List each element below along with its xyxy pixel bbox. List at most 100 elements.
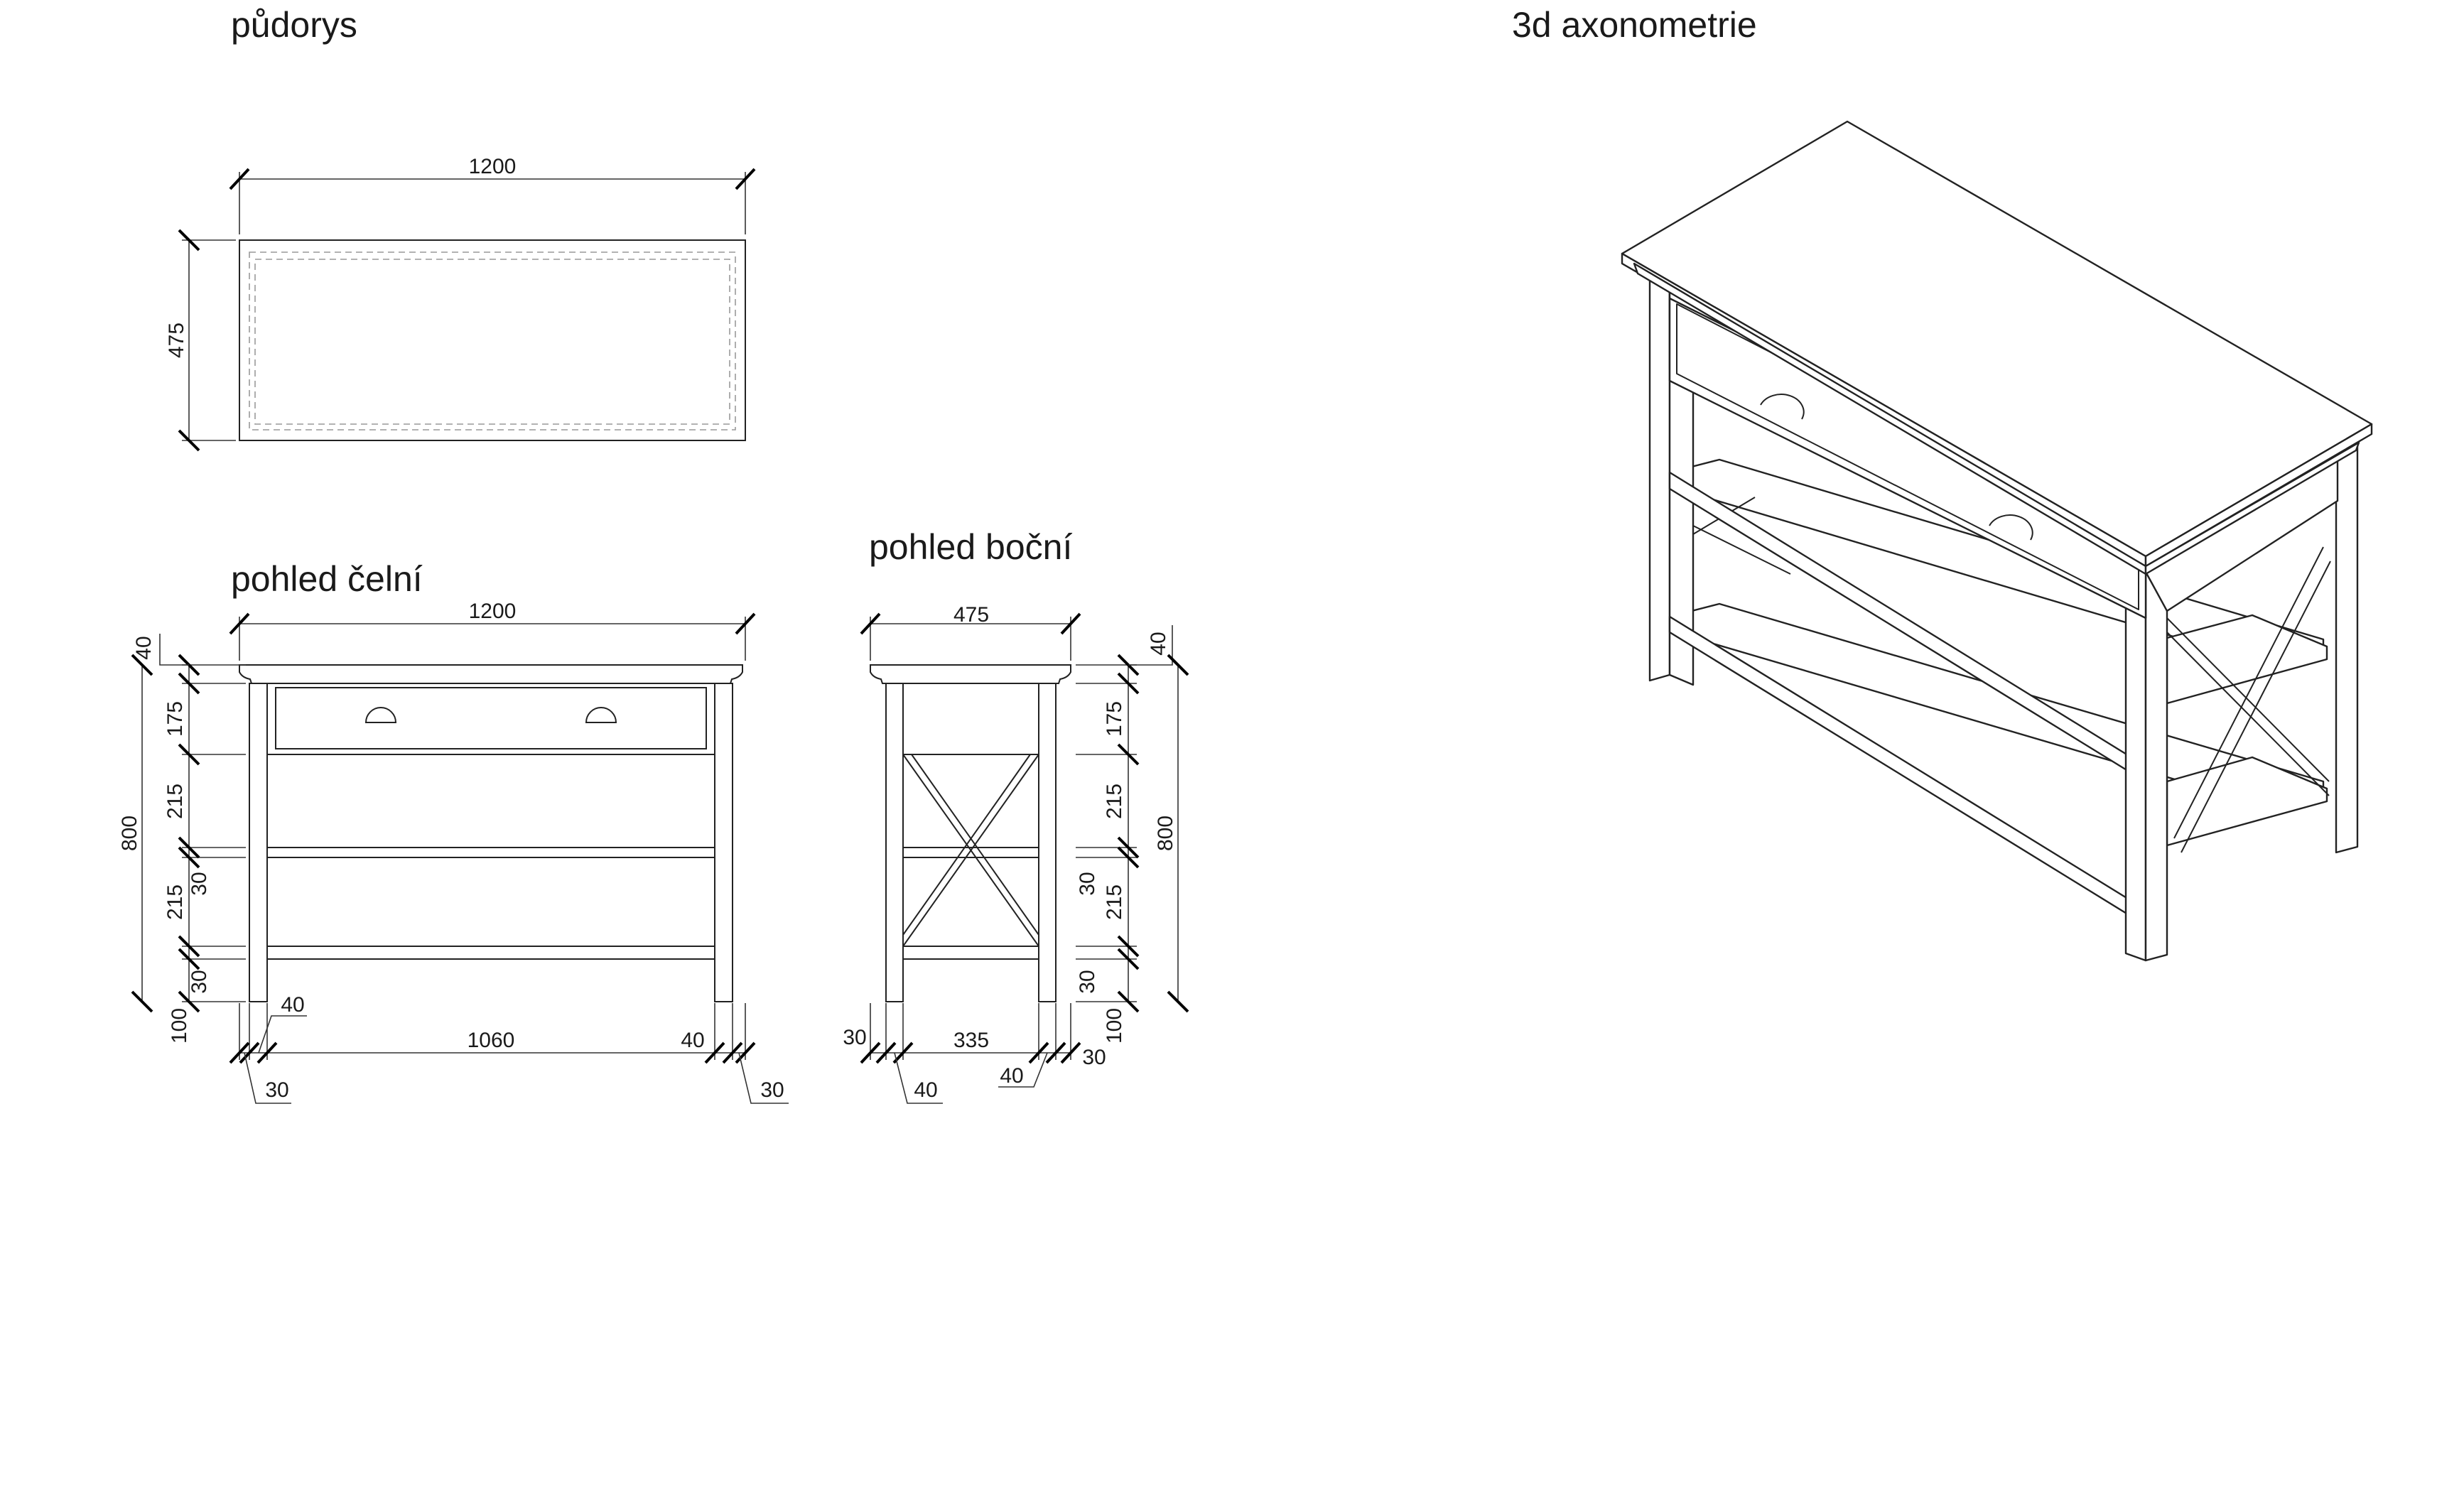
axo-tabletop-side-edge <box>2144 423 2373 568</box>
front-view-title: pohled čelní <box>231 559 423 599</box>
axo-drawer-handle-right <box>1989 514 2033 541</box>
side-view: 475 40 175 215 30 215 30 100 800 <box>843 603 1189 1104</box>
axo-right-cross-a2 <box>2166 632 2330 796</box>
side-leg-left-label: 40 <box>914 1078 937 1102</box>
plan-width-tick-right <box>735 168 756 190</box>
side-depth-tick-left <box>860 612 881 635</box>
plan-hidden-frame-inner <box>254 259 730 425</box>
front-foot-height-label: 100 <box>168 1008 191 1044</box>
side-gap-upper-label: 215 <box>1103 784 1126 819</box>
front-width-tick-left <box>229 612 250 635</box>
front-drawer-handle-right <box>585 707 617 723</box>
side-view-title: pohled boční <box>869 527 1072 567</box>
plan-view-title: půdorys <box>231 5 357 45</box>
front-overhang-left-label: 30 <box>265 1078 288 1102</box>
front-top-board <box>239 664 743 684</box>
axo-right-cross-b2 <box>2181 561 2331 853</box>
axo-drawer-handle-left <box>1760 394 1805 420</box>
side-depth-label: 475 <box>953 603 989 627</box>
front-bottom-tick-5 <box>735 1041 756 1064</box>
front-drawer-handle-left <box>364 707 397 723</box>
side-tick-1193 <box>1117 836 1140 859</box>
side-tick-1410 <box>1117 990 1140 1013</box>
side-bottom-tick-5 <box>1060 1041 1081 1064</box>
front-leg-left-label: 40 <box>281 993 304 1017</box>
front-bottom-tick-4 <box>722 1041 743 1064</box>
axo-right-cross-a <box>2166 617 2330 782</box>
front-tick-1410 <box>178 990 200 1013</box>
side-shelf-upper-label: 30 <box>1076 872 1099 895</box>
front-bottom-tick-0 <box>229 1041 250 1064</box>
front-tick-962 <box>178 672 200 695</box>
side-top-thickness-label: 40 <box>1147 632 1170 655</box>
axo-left-cross-c <box>1692 525 1791 575</box>
side-inner-depth-label: 335 <box>953 1029 989 1052</box>
side-depth-tick-right <box>1060 612 1081 635</box>
front-tick-1332 <box>178 935 200 958</box>
front-inner-width-label: 1060 <box>468 1029 515 1052</box>
side-overhang-left-label: 30 <box>843 1026 866 1049</box>
side-total-tick-bottom <box>1167 990 1189 1013</box>
side-overhang-right-label: 30 <box>1082 1046 1106 1069</box>
plan-hidden-frame-outer <box>249 251 736 431</box>
side-cross-b1 <box>902 754 1039 947</box>
front-total-tick-top <box>131 654 153 676</box>
front-bottom-tick-2 <box>256 1041 278 1064</box>
plan-depth-tick-top <box>178 229 200 251</box>
front-drawer-height-label: 175 <box>163 701 187 737</box>
front-overhang-right-label: 30 <box>760 1078 784 1102</box>
side-tick-1062 <box>1117 743 1140 766</box>
front-total-height-label: 800 <box>118 816 141 851</box>
front-upper-shelf <box>266 847 715 858</box>
front-top-leader <box>159 634 189 666</box>
side-leg-right-leader <box>998 1052 1048 1088</box>
axonometric-view <box>1621 120 2373 962</box>
front-bottom-tick-3 <box>704 1041 725 1064</box>
plan-depth-tick-bottom <box>178 429 200 452</box>
side-tick-1207 <box>1117 846 1140 869</box>
front-width-label: 1200 <box>469 600 517 623</box>
side-bottom-tick-1 <box>875 1041 897 1064</box>
side-gap-lower-label: 215 <box>1103 884 1126 920</box>
axo-rear-right-leg <box>2335 439 2359 854</box>
side-leg-left-leader <box>894 1052 943 1104</box>
side-top-board <box>870 664 1071 684</box>
front-lower-shelf <box>266 946 715 960</box>
side-tick-1350 <box>1117 948 1140 970</box>
front-gap-upper-label: 215 <box>163 784 187 819</box>
front-tick-1350 <box>178 948 200 970</box>
front-gap-lower-label: 215 <box>163 884 187 920</box>
front-total-tick-bottom <box>131 990 153 1013</box>
front-shelf-upper-label: 30 <box>188 872 211 895</box>
side-shelf-lower-label: 30 <box>1076 970 1099 993</box>
front-bottom-tick-1 <box>239 1041 260 1064</box>
side-tick-1332 <box>1117 935 1140 958</box>
side-lower-shelf-rail <box>902 946 1039 960</box>
front-view: 1200 40 175 215 30 215 30 100 800 <box>118 600 789 1104</box>
plan-width-tick-left <box>229 168 250 190</box>
axo-front-left-leg <box>1648 271 1671 682</box>
front-top-thickness-label: 40 <box>132 636 156 659</box>
side-foot-height-label: 100 <box>1103 1008 1126 1044</box>
side-bottom-tick-4 <box>1045 1041 1066 1064</box>
front-width-tick-right <box>735 612 756 635</box>
side-top-leader <box>1128 625 1173 666</box>
plan-width-label: 1200 <box>469 155 517 178</box>
front-overhang-left-leader <box>244 1052 291 1104</box>
axo-right-cross-b <box>2173 546 2324 839</box>
side-drawer-height-label: 175 <box>1103 701 1126 737</box>
side-bottom-tick-2 <box>892 1041 914 1064</box>
side-leg-right-label: 40 <box>1000 1064 1023 1088</box>
side-bottom-tick-3 <box>1028 1041 1049 1064</box>
side-total-height-label: 800 <box>1154 816 1177 851</box>
side-total-tick-top <box>1167 654 1189 676</box>
front-drawer <box>275 687 707 749</box>
front-leg-left <box>249 683 268 1002</box>
axonometry-title: 3d axonometrie <box>1512 5 1757 45</box>
front-overhang-right-leader <box>738 1052 789 1104</box>
plan-view: 1200 475 <box>165 155 756 452</box>
front-tick-1207 <box>178 846 200 869</box>
front-leg-right-label: 40 <box>681 1029 704 1052</box>
side-leg-right <box>1038 683 1057 1002</box>
